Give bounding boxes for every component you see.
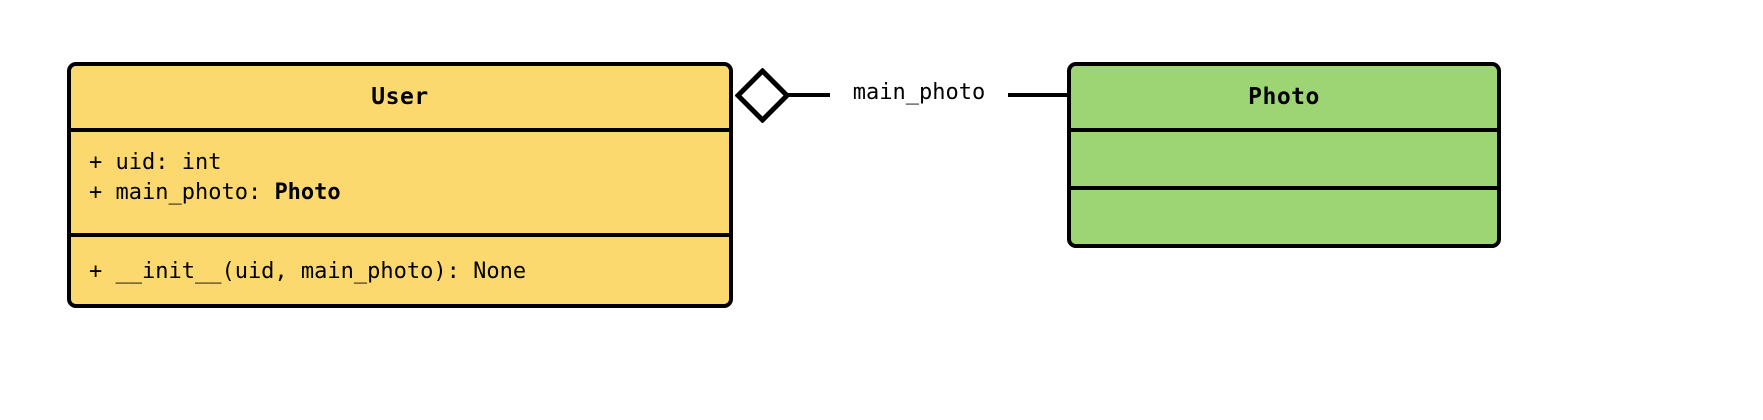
uml-class-photo[interactable]: Photo: [1067, 62, 1501, 248]
attribute-text: + main_photo:: [89, 180, 275, 205]
association-line-left: [788, 93, 830, 97]
class-user-methods: + __init__(uid, main_photo): None: [71, 233, 729, 304]
class-user-attributes: + uid: int + main_photo: Photo: [71, 128, 729, 233]
class-user-title: User: [71, 66, 729, 128]
attribute-row: + uid: int: [71, 148, 729, 178]
method-text: + __init__(uid, main_photo): None: [89, 259, 527, 284]
class-photo-title: Photo: [1071, 66, 1497, 128]
attribute-row: + main_photo: Photo: [71, 178, 729, 208]
attribute-type: Photo: [274, 180, 341, 205]
attribute-text: + uid: int: [89, 150, 222, 175]
association-label: main_photo: [852, 80, 986, 105]
uml-class-user[interactable]: User + uid: int + main_photo: Photo + __…: [67, 62, 733, 308]
class-photo-methods: [1071, 186, 1497, 244]
association-line-right: [1008, 93, 1068, 97]
method-row: + __init__(uid, main_photo): None: [71, 257, 729, 287]
class-photo-attributes: [1071, 128, 1497, 186]
aggregation-diamond-icon: [734, 67, 791, 124]
